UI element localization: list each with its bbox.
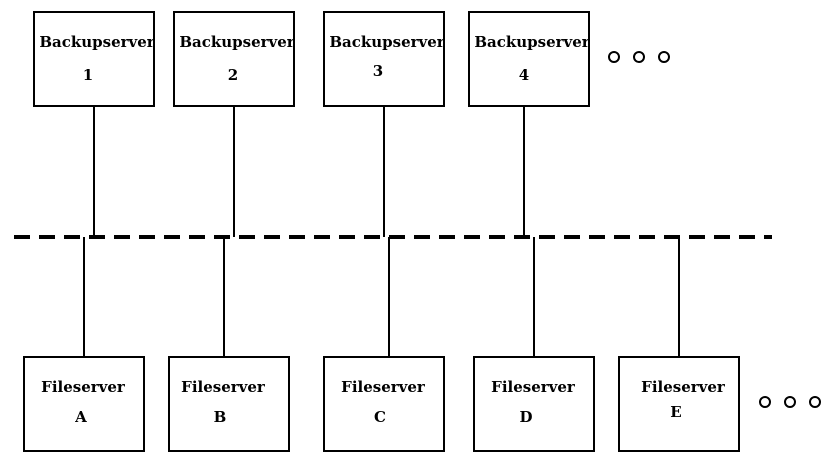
fileserver-more-dots [759, 396, 821, 408]
fileserver-e-letter: E [670, 403, 681, 421]
more-dot-icon [658, 51, 670, 63]
fileserver-b-name: Fileserver [181, 378, 266, 396]
backupserver-4-name: Backupserver [474, 33, 590, 51]
fileserver-c-node: Fileserver C [323, 356, 445, 452]
fileserver-a-box [23, 356, 145, 452]
backupserver-4-node: Backupserver 4 [468, 11, 591, 107]
backupserver-3-box [323, 11, 445, 107]
backupserver-3-number: 3 [373, 62, 383, 80]
fileserver-b-box [168, 356, 290, 452]
backupserver-2-box [173, 11, 295, 107]
fileserver-d-letter: D [519, 408, 532, 426]
fileserver-d-node: Fileserver D [473, 356, 595, 452]
fileserver-d-box [473, 356, 595, 452]
backupserver-more-dots [608, 51, 670, 63]
backupserver-3-name: Backupserver [329, 33, 445, 51]
more-dot-icon [608, 51, 620, 63]
more-dot-icon [809, 396, 821, 408]
more-dot-icon [759, 396, 771, 408]
backupserver-2-name: Backupserver [179, 33, 295, 51]
more-dot-icon [633, 51, 645, 63]
fileserver-e-box [618, 356, 740, 452]
backupserver-2-number: 2 [228, 66, 238, 84]
backupserver-3-node: Backupserver 3 [323, 11, 446, 107]
fileserver-a-name: Fileserver [41, 378, 126, 396]
fileserver-c-name: Fileserver [341, 378, 426, 396]
backupserver-1-node: Backupserver 1 [33, 11, 156, 107]
backupserver-4-number: 4 [519, 66, 529, 84]
fileserver-a-letter: A [74, 408, 87, 426]
backupserver-4-box [468, 11, 590, 107]
backupserver-1-number: 1 [83, 66, 93, 84]
backupserver-2-node: Backupserver 2 [173, 11, 296, 107]
more-dot-icon [784, 396, 796, 408]
fileserver-b-letter: B [214, 408, 227, 426]
fileserver-c-box [323, 356, 445, 452]
backupserver-1-name: Backupserver [39, 33, 155, 51]
fileserver-e-node: Fileserver E [618, 356, 740, 452]
fileserver-a-node: Fileserver A [23, 356, 145, 452]
fileserver-b-node: Fileserver B [168, 356, 290, 452]
backupserver-1-box [33, 11, 155, 107]
fileserver-d-name: Fileserver [491, 378, 576, 396]
fileserver-c-letter: C [374, 408, 386, 426]
fileserver-e-name: Fileserver [641, 378, 726, 396]
